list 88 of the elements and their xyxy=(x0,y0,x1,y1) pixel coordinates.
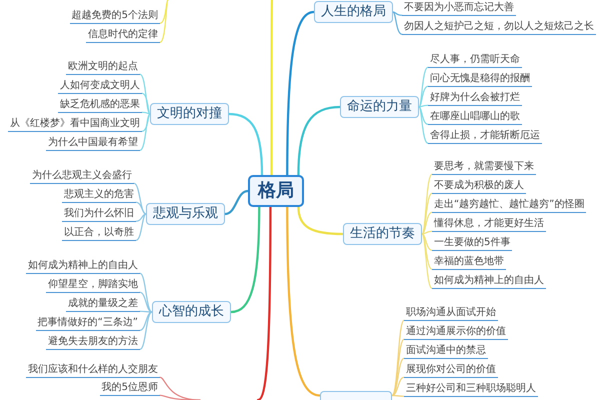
connector-line xyxy=(421,233,433,270)
branch-line xyxy=(228,112,264,176)
subtopic-text: 通过沟通展示你的价值 xyxy=(404,325,508,340)
connector-line xyxy=(139,292,153,313)
connector-line xyxy=(421,233,433,289)
branch-line xyxy=(270,0,274,176)
connector-line xyxy=(421,192,433,235)
subtopic-text: 要思考，就需要慢下来 xyxy=(432,160,536,175)
connector-line xyxy=(135,213,147,222)
subtopic-text: 我的5位恩师 xyxy=(100,381,160,396)
connector-line xyxy=(392,11,403,35)
connector-line xyxy=(418,104,429,108)
connector-line xyxy=(421,212,433,235)
subtopic-text: 不要因为小恶而忘记大善 xyxy=(402,1,516,16)
subtopic-text: 勿因人之短护己之短，勿以人之短炫己之长 xyxy=(402,20,596,35)
connector-line xyxy=(135,213,147,241)
subtopic-text: 信息时代的定律 xyxy=(86,28,160,43)
subtopic-text: 在哪座山唱哪山的歌 xyxy=(428,110,522,125)
connector-line xyxy=(391,358,405,396)
subtopic-text: 仰望星空，脚踏实地 xyxy=(46,278,140,293)
topic-box: 心智的成长 xyxy=(152,301,231,323)
connector-line xyxy=(141,113,151,132)
branch-line xyxy=(256,206,272,400)
connector-line xyxy=(418,106,429,125)
connector-line xyxy=(391,338,405,396)
subtopic-text: 走出“越穷越忙、越忙越穷”的怪圈 xyxy=(432,198,586,213)
subtopic-text: 超越免费的5个法则 xyxy=(70,9,160,24)
connector-line xyxy=(391,394,405,397)
connector-line xyxy=(139,113,151,151)
connector-line xyxy=(421,233,433,251)
subtopic-text: 以正合，以奇胜 xyxy=(62,226,136,241)
connector-line xyxy=(392,11,403,16)
branch-line xyxy=(286,206,322,397)
subtopic-text: 人如何变成文明人 xyxy=(58,79,142,94)
connector-line xyxy=(418,106,429,144)
connector-line xyxy=(421,230,433,235)
subtopic-text: 把事情做好的“三条边” xyxy=(36,316,140,331)
subtopic-text: 我们应该和什么样的人交朋友 xyxy=(26,363,160,378)
connector-line xyxy=(135,202,147,215)
connector-line xyxy=(139,311,153,331)
topic-box: 命运的力量 xyxy=(340,96,419,118)
subtopic-text: 我们为什么怀旧 xyxy=(62,207,136,222)
subtopic-text: 欧洲文明的起点 xyxy=(66,60,140,75)
subtopic-text: 幸福的蓝色地带 xyxy=(432,255,506,270)
subtopic-text: 舍得止损，才能斩断厄运 xyxy=(428,129,542,144)
topic-box: 文明的对撞 xyxy=(150,103,229,125)
connector-line xyxy=(418,66,429,108)
topic-box: 悲观与乐观 xyxy=(146,203,225,225)
subtopic-text: 问心无愧是稳得的报酬 xyxy=(428,72,532,87)
subtopic-text: 缺乏危机感的恶果 xyxy=(58,98,142,113)
connector-line xyxy=(159,394,201,400)
connector-line xyxy=(139,310,153,313)
subtopic-text: 成就的量级之差 xyxy=(66,297,140,312)
connector-line xyxy=(421,174,433,235)
subtopic-text: 懂得休息，才能更好生活 xyxy=(432,217,546,232)
subtopic-text: 避免失去朋友的方法 xyxy=(46,335,140,350)
subtopic-text: 三种好公司和三种职场聪明人 xyxy=(404,382,538,397)
branch-line xyxy=(224,190,250,216)
connector-line xyxy=(391,320,405,396)
connector-line xyxy=(139,272,153,313)
subtopic-text: 展现你对公司的价值 xyxy=(404,363,498,378)
subtopic-text: 为什么悲观主义会盛行 xyxy=(30,169,134,184)
subtopic-text: 从《红楼梦》看中国商业文明 xyxy=(8,117,142,132)
subtopic-text: 不要成为积极的废人 xyxy=(432,179,526,194)
topic-box xyxy=(320,391,392,400)
central-topic-box: 格局 xyxy=(248,175,304,207)
subtopic-text: 好牌为什么会被打烂 xyxy=(428,91,522,106)
subtopic-text: 一生要做的5件事 xyxy=(432,236,512,251)
subtopic-text: 尽人事，仍需听天命 xyxy=(428,53,522,68)
connector-line xyxy=(159,0,169,24)
connector-line xyxy=(141,92,151,115)
branch-line xyxy=(286,10,316,176)
branch-line xyxy=(297,206,344,236)
connector-line xyxy=(391,376,405,396)
branch-line xyxy=(230,206,260,314)
subtopic-text: 为什么中国最有希望 xyxy=(46,136,140,151)
topic-box: 生活的节奏 xyxy=(343,223,422,245)
topic-box: 人生的格局 xyxy=(314,1,393,23)
subtopic-text: 职场沟通从面试开始 xyxy=(404,306,498,321)
connector-line xyxy=(418,86,429,108)
subtopic-text: 悲观主义的危害 xyxy=(62,188,136,203)
subtopic-text: 如何成为精神上的自由人 xyxy=(26,259,140,274)
connector-line xyxy=(139,74,151,115)
connector-line xyxy=(139,311,153,350)
connector-line xyxy=(159,0,169,43)
branch-line xyxy=(297,106,342,176)
subtopic-text: 如何成为精神上的自由人 xyxy=(432,274,546,289)
subtopic-text: 面试沟通中的禁忌 xyxy=(404,344,488,359)
